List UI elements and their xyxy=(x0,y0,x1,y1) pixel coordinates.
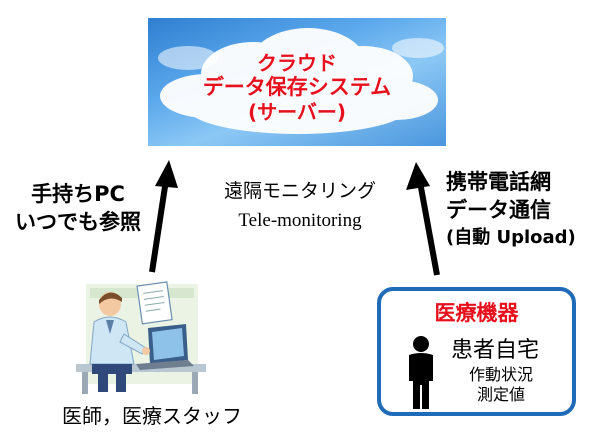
left-label-line2: いつでも参照 xyxy=(15,210,141,234)
server-title-line3: (サーバー) xyxy=(247,100,347,124)
arrow-up-icon-right xyxy=(406,162,440,276)
arrow-up-icon-left xyxy=(149,160,178,273)
center-label-line1: 遠隔モニタリング xyxy=(223,180,376,202)
status-values-label: 作動状況 測定値 xyxy=(451,365,551,405)
cloud-server-box: クラウド データ保存システム (サーバー) xyxy=(148,18,446,146)
status-line1: 作動状況 xyxy=(468,365,533,384)
medical-device-box: 医療機器 患者自宅 作動状況 測定値 xyxy=(377,287,576,416)
person-icon xyxy=(409,336,433,409)
cloud-icon xyxy=(158,28,444,134)
right-label-line2: データ通信 xyxy=(446,198,551,222)
handheld-pc-label: 手持ちPC いつでも参照 xyxy=(8,180,148,236)
center-label-line2: Tele-monitoring xyxy=(238,210,362,231)
patient-home-label: 患者自宅 xyxy=(451,338,540,363)
doctor-caption: 医師，医療スタッフ xyxy=(62,404,242,428)
device-title: 医療機器 xyxy=(434,301,519,325)
left-label-line1: 手持ちPC xyxy=(31,182,125,206)
status-line2: 測定値 xyxy=(476,385,525,404)
mobile-network-label: 携帯電話網 データ通信 (自動 Upload) xyxy=(446,168,594,252)
tele-monitoring-label: 遠隔モニタリング Tele-monitoring xyxy=(190,176,410,236)
server-title-line1: クラウド xyxy=(257,51,337,75)
right-label-line1: 携帯電話網 xyxy=(446,170,551,194)
server-title-line2: データ保存システム xyxy=(202,75,392,99)
right-label-line3: (自動 Upload) xyxy=(446,227,576,248)
doctor-computer-illustration xyxy=(76,281,206,394)
